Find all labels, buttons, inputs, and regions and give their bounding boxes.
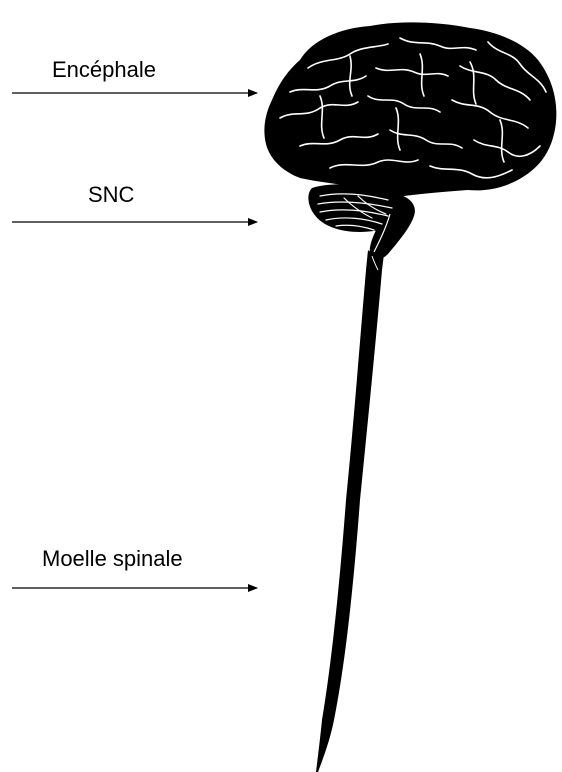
brain-icon (264, 22, 556, 259)
label-snc: SNC (88, 184, 134, 206)
label-encephale: Encéphale (52, 59, 156, 81)
label-moelle-spinale: Moelle spinale (42, 548, 183, 570)
spinal-cord-shape (316, 250, 384, 772)
